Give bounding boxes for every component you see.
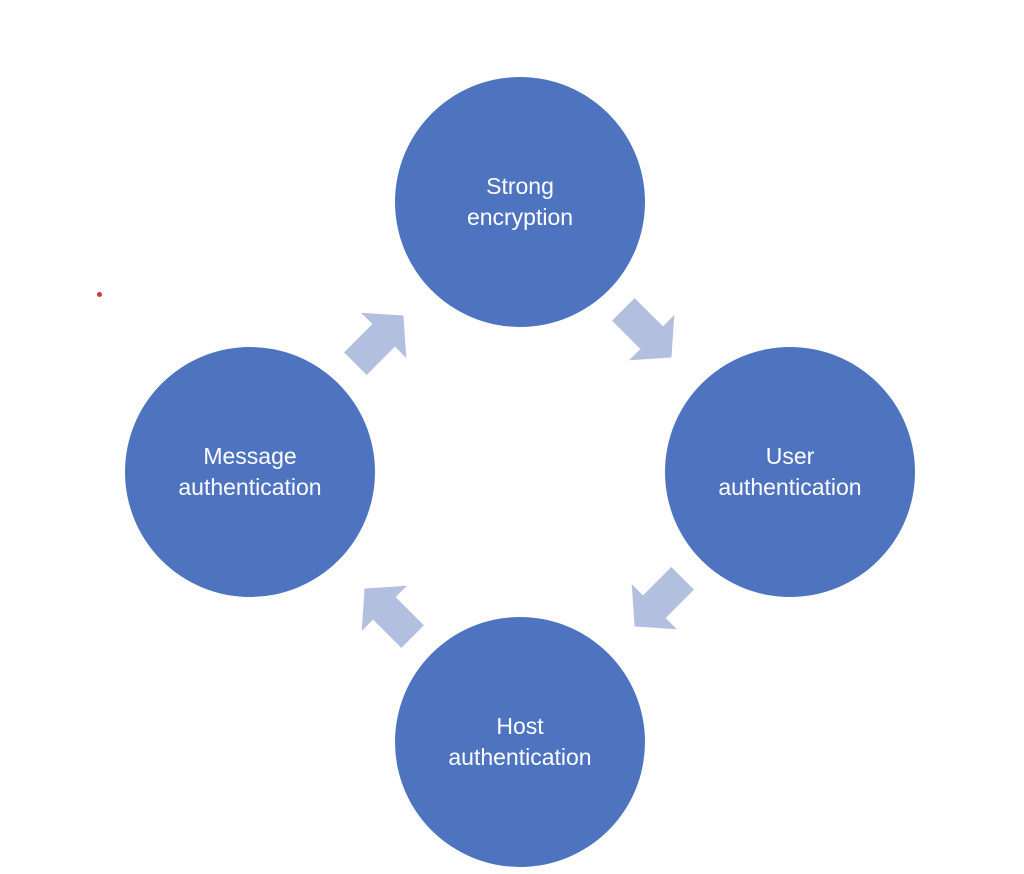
node-label: Message authentication bbox=[178, 443, 322, 500]
stray-dot bbox=[97, 292, 102, 297]
node-strong-encryption: Strong encryption bbox=[395, 77, 645, 327]
arrow-user-to-host bbox=[631, 567, 694, 630]
arrow-message-to-strong bbox=[344, 312, 407, 375]
node-label: Strong encryption bbox=[466, 173, 574, 230]
node-user-authentication: User authentication bbox=[665, 347, 915, 597]
node-host-authentication: Host authentication bbox=[395, 617, 645, 867]
node-label: Host authentication bbox=[448, 713, 592, 770]
node-message-authentication: Message authentication bbox=[125, 347, 375, 597]
node-label: User authentication bbox=[718, 443, 862, 500]
arrow-host-to-message bbox=[361, 585, 424, 648]
arrow-strong-to-user bbox=[612, 298, 675, 361]
